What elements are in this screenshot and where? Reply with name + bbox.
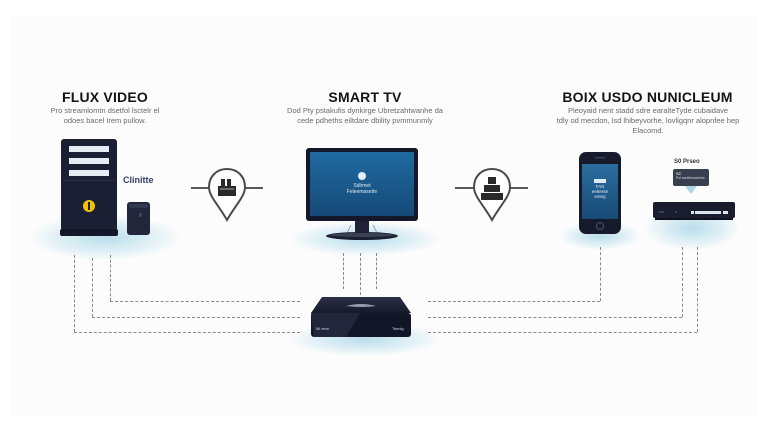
tooltip-pointer <box>685 186 697 194</box>
phone-screen-line: eettente <box>591 189 609 194</box>
tv-hub-link <box>343 253 344 289</box>
connector-line <box>508 187 528 189</box>
smart-tv-title: SMART TV <box>328 89 402 105</box>
settop-box-icon <box>653 201 735 221</box>
description-line: tdly od mecdon, lsd lhibeyvorhe, lovligq… <box>556 116 740 125</box>
server-link-inner <box>110 301 300 302</box>
description-line: Elacomd. <box>632 126 664 135</box>
tv-hub-link <box>376 253 377 289</box>
server-link-outer <box>74 255 75 332</box>
phone-screen-text: FAN eettente enteg <box>583 184 617 199</box>
settop-link-outer <box>697 247 698 332</box>
box-title: BOIX USDO NUNICLEUM <box>562 89 733 105</box>
settop-link-outer <box>428 332 697 333</box>
media-hub-icon[interactable] <box>310 296 412 340</box>
phone-screen-line: enteg <box>594 194 606 199</box>
server-link-outer <box>74 332 300 333</box>
hub-label-left: Mi eetn <box>316 326 330 331</box>
network-pin-icon[interactable] <box>470 166 514 224</box>
tv-screen-text: Sdlrmet Feleemasette <box>332 183 392 195</box>
phone-screen-line: FAN <box>595 184 605 189</box>
connector-line <box>191 187 209 189</box>
server-link-inner <box>110 255 111 301</box>
phone-link <box>600 247 601 301</box>
connector-line <box>245 187 263 189</box>
hub-label-right: Tsenlg <box>392 326 404 331</box>
tooltip-line: Pvl senitrtcanelroe <box>676 176 705 180</box>
settop-tooltip-title: S0 Prseo <box>674 159 700 165</box>
description-line: cede pdheths eiltdare dbility pvmmunmly <box>297 116 433 125</box>
tv-screen-line: Feleemasette <box>346 189 378 195</box>
description-line: Pro streamlomtn dsetfol lsctelr el <box>50 106 160 115</box>
server-link-middle <box>92 258 93 317</box>
server-tower-icon <box>60 138 118 236</box>
connector-line <box>455 187 475 189</box>
smart-tv-description: Dod Pty pstakufis dynkirge Ubretzahtwanh… <box>275 106 455 126</box>
smart-tv-icon <box>305 147 419 242</box>
settop-link-middle <box>428 317 682 318</box>
settop-tooltip: SC Pvl senitrtcanelroe <box>673 169 709 186</box>
description-line: odoes bacel Irem pullow. <box>63 116 147 125</box>
server-link-middle <box>92 317 300 318</box>
tv-hub-link <box>360 253 361 295</box>
tv-screen-line: Sdlrmet <box>353 183 371 189</box>
description-line: Pleoyaid nent stadd sdre earalteTyde cub… <box>567 106 729 115</box>
smartphone-icon <box>578 151 622 235</box>
small-device-icon <box>126 201 151 236</box>
tooltip-line: SC <box>676 171 682 176</box>
client-label: Clinitte <box>123 175 154 185</box>
flux-video-description: Pro streamlomtn dsetfol lsctelr el odoes… <box>38 106 172 126</box>
description-line: Dod Pty pstakufis dynkirge Ubretzahtwanh… <box>287 106 443 115</box>
router-pin-icon[interactable] <box>205 166 249 224</box>
box-description: Pleoyaid nent stadd sdre earalteTyde cub… <box>548 106 748 136</box>
flux-video-title: FLUX VIDEO <box>61 89 148 105</box>
phone-link <box>428 301 600 302</box>
settop-link-middle <box>682 247 683 317</box>
